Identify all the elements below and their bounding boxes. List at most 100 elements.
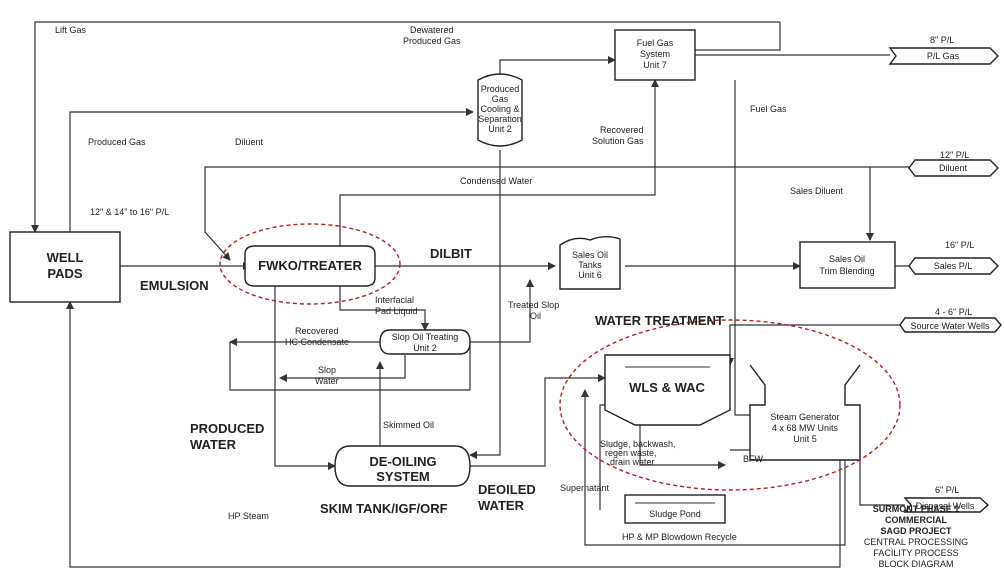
fwko-treater: FWKO/TREATER <box>244 245 376 287</box>
diluent-tag-label: Diluent <box>939 163 968 173</box>
sludge-label-1: Sludge, backwash, <box>600 439 676 449</box>
sales-oil-tanks-label-2: Tanks <box>578 260 602 270</box>
hc-label-1: Recovered <box>295 326 339 336</box>
solution-gas-feed <box>339 160 656 248</box>
fuel-gas-stream-label: Fuel Gas <box>750 104 787 114</box>
condensed-water-label: Condensed Water <box>460 176 532 186</box>
title-block: SURMONT PHASE 1 COMMERCIAL SAGD PROJECT … <box>864 504 968 569</box>
sales-oil-tanks-label-1: Sales Oil <box>572 250 608 260</box>
disposal-size: 6" P/L <box>935 485 959 495</box>
emulsion-label: EMULSION <box>140 278 209 293</box>
diluent-tag <box>908 159 999 177</box>
produced-gas-unit: Produced Gas Cooling & Separation Unit 2 <box>477 73 523 147</box>
solution-gas-label-1: Recovered <box>600 125 644 135</box>
fuel-gas-label-3: Unit 7 <box>643 60 667 70</box>
sales-oil-tanks-label-3: Unit 6 <box>578 270 602 280</box>
lift-gas-label: Lift Gas <box>55 25 87 35</box>
deoiled-water-label-1: DEOILED <box>478 482 536 497</box>
source-water-line <box>726 324 905 366</box>
dewatered-gas-label-1: Dewatered <box>410 25 454 35</box>
produced-gas-unit-label-4: Separation <box>478 114 522 124</box>
pl-size-label: 12" & 14" to 16" P/L <box>90 207 169 217</box>
solution-gas-label-2: Solution Gas <box>592 136 644 146</box>
dilbit-label: DILBIT <box>430 246 472 261</box>
skim-tank-label: SKIM TANK/IGF/ORF <box>320 501 448 516</box>
trim-blending-label-2: Trim Blending <box>819 266 874 276</box>
well-pads: WELL PADS <box>9 231 121 303</box>
treated-slop-label-2: Oil <box>530 311 541 321</box>
slop-water-line <box>279 355 406 382</box>
slop-oil-label-2: Unit 2 <box>413 343 437 353</box>
produced-water-line <box>274 285 336 470</box>
diluent-size: 12" P/L <box>940 150 969 160</box>
slop-water-label-2: Water <box>315 376 339 386</box>
sludge-pond: Sludge Pond <box>624 494 726 524</box>
disposal-line <box>859 440 905 506</box>
fuel-gas-up-line <box>695 22 781 51</box>
trim-blending-label-1: Sales Oil <box>829 254 865 264</box>
interfacial-label-1: Interfacial <box>375 295 414 305</box>
lift-gas-line <box>31 21 780 233</box>
pl-gas-size: 8" P/L <box>930 35 954 45</box>
diluent-line <box>204 166 915 261</box>
slop-water-label-1: Slop <box>318 365 336 375</box>
title-line-2: COMMERCIAL <box>885 515 947 525</box>
diluent-label: Diluent <box>235 137 264 147</box>
title-line-1: SURMONT PHASE 1 <box>873 504 960 514</box>
sales-size: 16" P/L <box>945 240 974 250</box>
deoiling-label-2: SYSTEM <box>376 469 429 484</box>
fwko-highlight-circle <box>219 223 401 305</box>
bfw-label: BFW <box>743 454 764 464</box>
treated-slop-label-1: Treated Slop <box>508 300 559 310</box>
sludge-pond-label: Sludge Pond <box>649 509 701 519</box>
source-water-size: 4 - 6" P/L <box>935 307 972 317</box>
fuel-gas-label-1: Fuel Gas <box>637 38 674 48</box>
supernatant-label: Supernatant <box>560 483 610 493</box>
steam-generator-label-3: Unit 5 <box>793 434 817 444</box>
steam-generator-label-2: 4 x 68 MW Units <box>772 423 839 433</box>
sludge-label-3: drain water <box>610 457 655 467</box>
stream-labels: Lift Gas Dewatered Produced Gas Produced… <box>55 25 844 542</box>
produced-gas-line <box>69 108 474 232</box>
slop-oil-label-1: Slop Oil Treating <box>392 332 459 342</box>
sales-tag <box>908 257 999 275</box>
produced-gas-label: Produced Gas <box>88 137 146 147</box>
produced-water-label-2: WATER <box>190 437 237 452</box>
hp-steam-line <box>66 301 841 568</box>
produced-water-label-1: PRODUCED <box>190 421 264 436</box>
deoiling-system: DE-OILING SYSTEM <box>334 445 471 487</box>
wls-wac: WLS & WAC <box>604 354 731 426</box>
fuel-gas-system: Fuel Gas System Unit 7 <box>614 29 696 81</box>
dewatered-gas-label-2: Produced Gas <box>403 36 461 46</box>
hp-steam-label: HP Steam <box>228 511 269 521</box>
sales-tag-label: Sales P/L <box>934 261 973 271</box>
skimmed-oil-label: Skimmed Oil <box>383 420 434 430</box>
pipeline-tags: 8" P/L P/L Gas 12" P/L Diluent 16" P/L S… <box>888 35 1002 513</box>
produced-gas-unit-label-5: Unit 2 <box>488 124 512 134</box>
pl-gas-tag <box>888 47 999 65</box>
sales-oil-trim-blending: Sales Oil Trim Blending <box>799 241 896 289</box>
well-pads-label-1: WELL <box>47 250 84 265</box>
interfacial-line <box>339 285 429 331</box>
flow-lines <box>31 21 915 568</box>
fwko-treater-label: FWKO/TREATER <box>258 258 362 273</box>
title-line-6: BLOCK DIAGRAM <box>878 559 953 569</box>
steam-generator: Steam Generator 4 x 68 MW Units Unit 5 <box>749 364 861 461</box>
title-line-5: FACILITY PROCESS <box>873 548 958 558</box>
fuel-gas-line <box>734 80 771 419</box>
fuel-gas-label-2: System <box>640 49 670 59</box>
slop-oil-treating: Slop Oil Treating Unit 2 <box>379 329 471 355</box>
source-water-tag <box>899 317 1002 333</box>
deoiled-water-line <box>470 374 606 467</box>
interfacial-label-2: Pad Liquid <box>375 306 418 316</box>
dewatered-gas-line <box>499 56 616 75</box>
disposal-tag <box>903 497 990 513</box>
condensed-water-line <box>469 150 501 459</box>
source-water-label: Source Water Wells <box>910 321 990 331</box>
hc-label-2: HC Condensate <box>285 337 349 347</box>
produced-gas-unit-label-3: Cooling & <box>480 104 519 114</box>
pl-gas-label: P/L Gas <box>927 51 960 61</box>
well-pads-label-2: PADS <box>47 266 82 281</box>
sales-diluent-label: Sales Diluent <box>790 186 844 196</box>
